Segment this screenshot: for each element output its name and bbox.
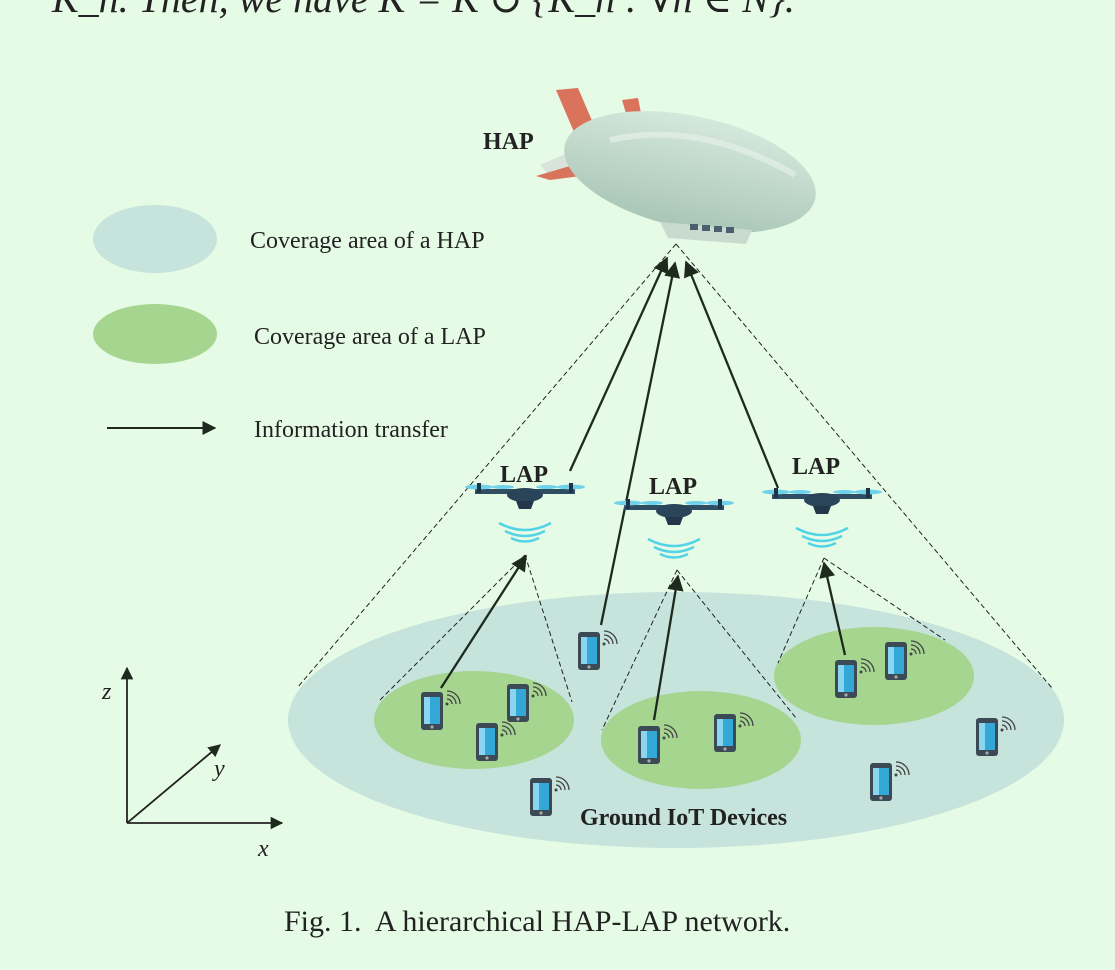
arrow-device-to-lap2 <box>652 574 684 721</box>
info-transfer-arrows <box>440 256 847 721</box>
hap-airship-icon <box>536 88 816 244</box>
arrow-device-to-lap1 <box>440 554 527 689</box>
lap-drone-icon-2 <box>612 497 736 559</box>
lap-coverage-area-1 <box>374 671 574 769</box>
legend-lap-swatch <box>93 304 217 364</box>
lap-label-3: LAP <box>792 454 840 480</box>
hap-label: HAP <box>483 129 534 155</box>
lap-coverage-area-2 <box>601 691 801 789</box>
axis-x-label: x <box>257 836 269 862</box>
lap-coverage-area-3 <box>774 627 974 725</box>
legend-hap-swatch <box>93 205 217 273</box>
axis-z-label: z <box>101 679 112 705</box>
ground-devices-label: Ground IoT Devices <box>580 805 787 831</box>
arrow-lap3-to-hap <box>684 260 780 489</box>
lap-label-2: LAP <box>649 474 697 500</box>
legend-arrow-text: Information transfer <box>254 417 448 443</box>
legend-lap-text: Coverage area of a LAP <box>254 324 486 350</box>
lap-coverage-cones <box>377 554 946 731</box>
legend: Coverage area of a HAP Coverage area of … <box>93 205 486 443</box>
axis-y-label: y <box>212 756 225 782</box>
coordinate-axes <box>120 666 284 830</box>
arrow-lap1-to-hap <box>568 256 669 472</box>
figure-caption: Fig. 1. A hierarchical HAP-LAP network. <box>284 905 790 938</box>
arrow-device-to-hap <box>599 261 680 626</box>
top-text: K_n. Then, we have K = K ∪ {K_n : ∀n ∈ N… <box>51 0 795 21</box>
lap-drone-icon-1 <box>463 481 587 543</box>
hap-coverage-cone <box>296 243 1053 689</box>
lap-drone-icon-3 <box>760 486 884 548</box>
arrow-device-to-lap3 <box>819 561 847 656</box>
legend-hap-text: Coverage area of a HAP <box>250 228 485 254</box>
lap-label-1: LAP <box>500 462 548 488</box>
